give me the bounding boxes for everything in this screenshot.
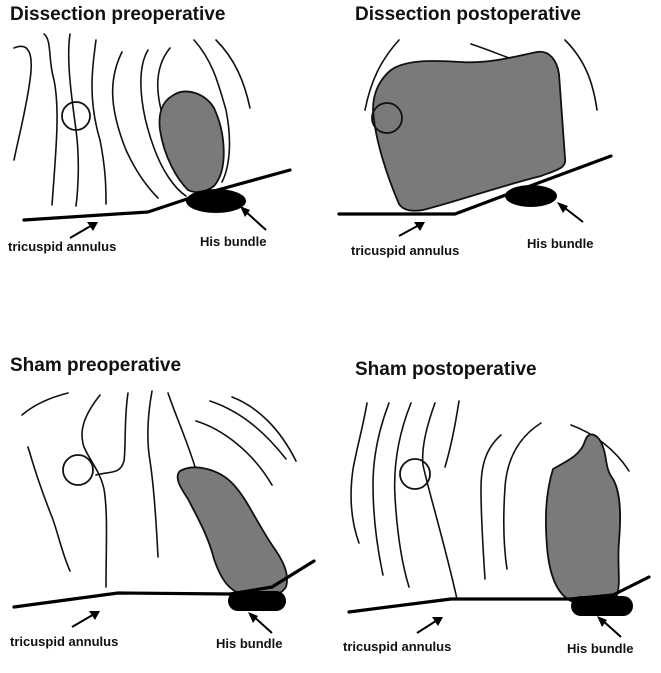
isochrone-line [232, 397, 296, 461]
annulus-label: tricuspid annulus [343, 639, 451, 654]
arrow-head [557, 202, 568, 213]
arrow-head [248, 612, 258, 623]
annulus-label: tricuspid annulus [10, 634, 118, 649]
isochrone-line [445, 401, 459, 467]
panel-sham-preoperative: Sham preoperative tricuspid annulus His … [0, 337, 330, 673]
ablation-region [178, 467, 287, 597]
his-bundle-label: His bundle [527, 236, 593, 251]
annulus-label: tricuspid annulus [351, 243, 459, 258]
catheter-ring-marker [63, 455, 93, 485]
isochrone-line [14, 46, 31, 160]
isochrone-line [22, 393, 68, 415]
isochrone-line [373, 403, 389, 575]
his-bundle-marker [228, 591, 286, 611]
isochrone-line [113, 52, 158, 198]
his-bundle-label: His bundle [200, 234, 266, 249]
his-bundle-marker [186, 189, 246, 213]
panel-dissection-postoperative: Dissection postoperative tricuspid annul… [331, 0, 661, 336]
arrow-head [597, 616, 607, 627]
his-bundle-marker [505, 185, 557, 207]
isochrone-line [96, 393, 128, 475]
isochrone-line [148, 391, 158, 557]
isochrone-line [69, 34, 79, 206]
map-diagram [0, 0, 330, 336]
isochrone-line [423, 403, 457, 599]
his-bundle-marker [571, 596, 633, 616]
ablation-region [546, 434, 620, 604]
tricuspid-annulus-line [24, 170, 290, 220]
isochrone-line [565, 40, 597, 110]
annulus-label: tricuspid annulus [8, 239, 116, 254]
his-bundle-label: His bundle [567, 641, 633, 656]
isochrone-line [92, 40, 106, 204]
isochrone-line [210, 401, 286, 459]
map-diagram [331, 0, 661, 336]
his-bundle-label: His bundle [216, 636, 282, 651]
isochrone-line [395, 403, 411, 587]
isochrone-line [168, 393, 198, 477]
panel-sham-postoperative: Sham postoperative tricuspid annulus His… [331, 337, 661, 673]
isochrone-line [44, 34, 57, 205]
map-diagram [0, 337, 330, 673]
map-diagram [331, 337, 661, 673]
isochrone-line [481, 435, 501, 579]
panel-dissection-preoperative: Dissection preoperative tricuspid annulu… [0, 0, 330, 336]
isochrone-line [504, 423, 541, 569]
isochrone-line [82, 395, 107, 587]
isochrone-line [216, 40, 250, 108]
isochrone-line [351, 403, 367, 543]
